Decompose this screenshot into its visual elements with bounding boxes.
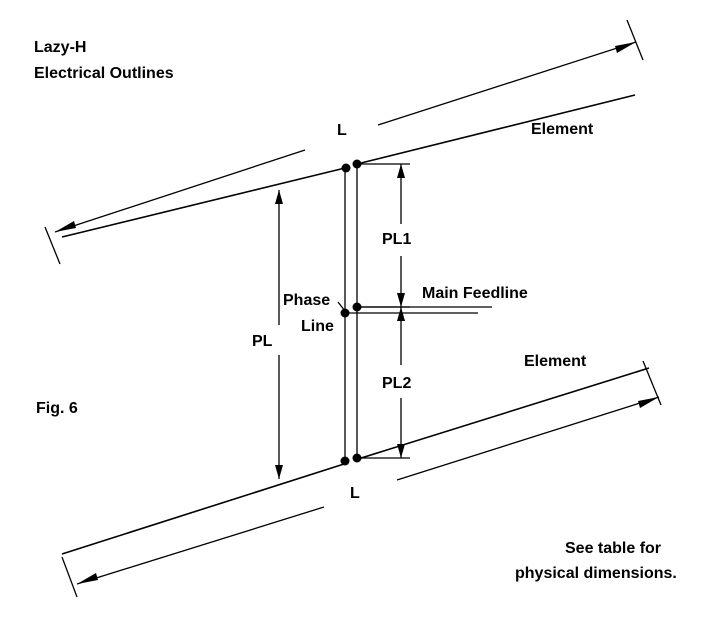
lower-dim-tick-right — [642, 360, 662, 406]
main-feedline — [345, 306, 492, 314]
pl1-arrow-down — [397, 293, 405, 307]
lower-element-label: Element — [524, 353, 587, 370]
upper-element-label: Element — [531, 121, 594, 138]
upper-dim-tick-left — [44, 226, 61, 265]
lower-element-wire-left — [61, 463, 345, 555]
pl2-arrow-down — [397, 444, 405, 458]
figure-label: Fig. 6 — [36, 400, 78, 417]
feed-junction-right-dot — [352, 302, 362, 312]
pl1-arrow-up — [397, 164, 405, 178]
pl2-arrow-up — [397, 307, 405, 321]
pl-label: PL — [252, 333, 273, 350]
note-line-2: physical dimensions. — [515, 565, 677, 582]
pl-dimension — [275, 190, 283, 479]
phase-line-label-1: Phase — [283, 292, 330, 309]
upper-element-wire-right — [356, 94, 636, 165]
lower-junction-left-dot — [340, 456, 350, 466]
pl1-pl2-dimension — [358, 163, 410, 459]
upper-junction-left-dot — [341, 163, 351, 173]
upper-dim-arrow-right — [615, 42, 636, 53]
upper-element-wire — [61, 167, 346, 238]
lower-dim-line-right — [396, 396, 660, 481]
lower-dim-line-left — [76, 506, 325, 585]
phase-line-label-2: Line — [301, 318, 334, 335]
pl-dim-arrow-up — [275, 190, 283, 204]
note-line-1: See table for — [565, 540, 661, 557]
upper-dim-arrow-left — [55, 221, 76, 232]
lower-element-dimension — [61, 360, 662, 598]
pl1-label: PL1 — [382, 231, 411, 248]
lower-element-wire-right — [357, 367, 650, 460]
lower-dim-tick-left — [61, 556, 78, 598]
upper-element — [61, 94, 636, 238]
title-line-1: Lazy-H — [34, 39, 86, 56]
pl-dim-arrow-down — [275, 465, 283, 479]
feed-junction-left-dot — [340, 308, 350, 318]
upper-dim-line-right — [377, 41, 637, 126]
upper-dim-line-left — [54, 149, 306, 233]
title-line-2: Electrical Outlines — [34, 65, 174, 82]
upper-L-label: L — [337, 122, 347, 139]
pl2-label: PL2 — [382, 375, 411, 392]
lower-dim-arrow-right — [638, 397, 659, 408]
main-feedline-label: Main Feedline — [422, 285, 528, 302]
upper-dim-tick-right — [626, 19, 644, 61]
upper-junction-right-dot — [352, 159, 362, 169]
lower-element — [61, 367, 650, 555]
connection-points — [340, 159, 362, 466]
lower-L-label: L — [350, 485, 360, 502]
upper-element-dimension — [44, 19, 644, 265]
lower-dim-arrow-left — [77, 573, 98, 584]
lower-junction-right-dot — [352, 453, 362, 463]
